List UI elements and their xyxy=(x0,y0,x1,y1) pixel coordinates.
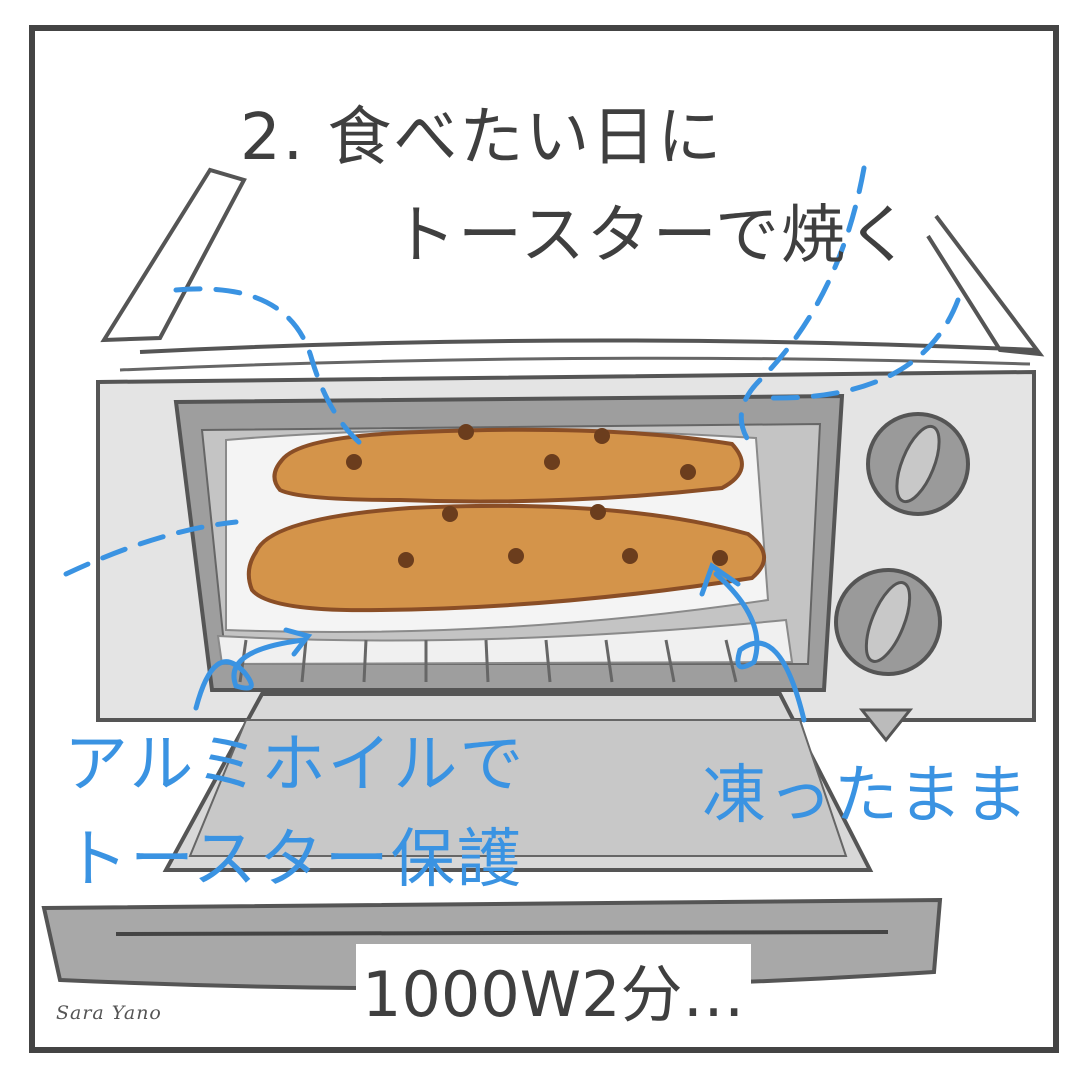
toaster-top-right xyxy=(926,214,1045,357)
toaster-foot xyxy=(858,708,914,743)
bake-time-label: 1000W2分… xyxy=(356,944,751,1034)
panel-border xyxy=(29,25,1059,1053)
foil-arrow xyxy=(193,562,807,723)
chocolate-chips xyxy=(346,424,728,568)
frozen-note: 凍ったまま xyxy=(702,759,1031,833)
oven-rack xyxy=(238,639,738,683)
toaster-top xyxy=(100,167,247,343)
biscotti-bottom xyxy=(246,503,766,613)
step-title-line1: 2. 食べたい日に xyxy=(240,101,724,175)
knob-upper xyxy=(866,412,970,516)
knob-lower xyxy=(834,568,942,676)
step-title-line2: トースターで焼く xyxy=(392,199,913,273)
foil-note-line1: アルミホイルで xyxy=(64,728,526,802)
biscotti-top xyxy=(272,427,744,504)
heat-flow-arrows xyxy=(63,165,961,577)
artist-signature: Sara Yano xyxy=(56,1002,162,1024)
foil-note-line2: トースター保護 xyxy=(64,823,523,897)
